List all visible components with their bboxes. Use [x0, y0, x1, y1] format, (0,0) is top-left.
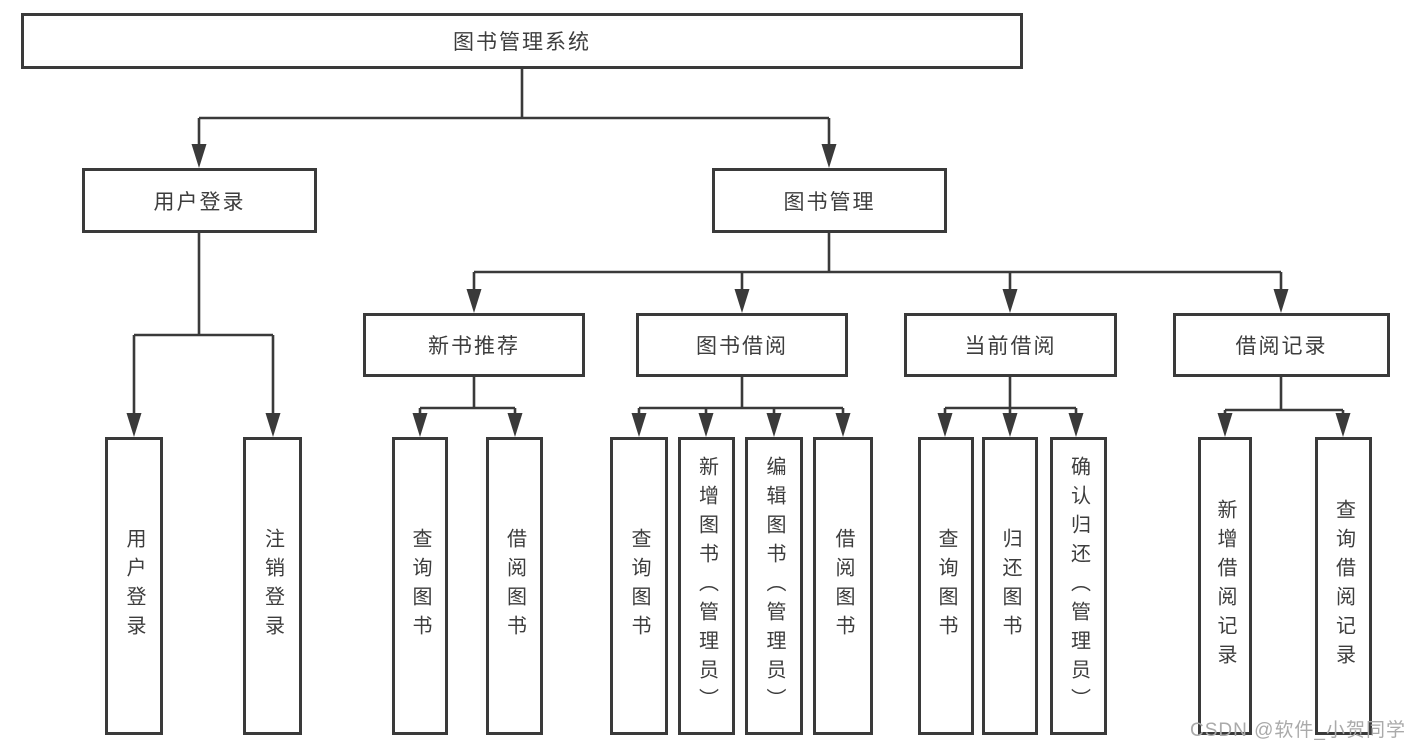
arrowhead-icon [1335, 413, 1351, 437]
leaf-logout: 注销登录 [243, 437, 302, 735]
csdn-watermark: CSDN @软件_小贺同学 [1190, 720, 1405, 741]
arrowhead-icon [1217, 413, 1233, 437]
leaf-borrow-books-recommend: 借阅图书 [486, 437, 543, 735]
leaf-query-books-current: 查询图书 [918, 437, 974, 735]
arrowhead-icon [835, 413, 851, 437]
leaf-edit-books-admin: 编辑图书（管理员） [745, 437, 803, 735]
arrowhead-icon [766, 413, 782, 437]
leaf-return-books: 归还图书 [982, 437, 1038, 735]
leaf-borrow-books: 借阅图书 [813, 437, 873, 735]
arrowhead-icon [1068, 413, 1084, 437]
arrowhead-icon [821, 144, 837, 168]
arrowhead-icon [466, 289, 482, 313]
node-book-management: 图书管理 [712, 168, 947, 233]
connector-book-borrow-to-leaves [637, 377, 845, 413]
arrowhead-icon [126, 413, 142, 437]
leaf-query-books-recommend: 查询图书 [392, 437, 448, 735]
arrowhead-icon [191, 144, 207, 168]
node-book-borrow: 图书借阅 [636, 313, 848, 377]
connector-current-borrow-to-leaves [943, 377, 1078, 413]
connector-root-to-level2 [197, 69, 831, 144]
node-borrow-records: 借阅记录 [1173, 313, 1390, 377]
leaf-user-login: 用户登录 [105, 437, 163, 735]
leaf-query-books-borrow: 查询图书 [610, 437, 668, 735]
arrowhead-icon [1002, 289, 1018, 313]
arrowhead-icon [631, 413, 647, 437]
connector-new-book-recommend-to-leaves [418, 377, 517, 413]
node-user-login: 用户登录 [82, 168, 317, 233]
leaf-add-borrow-record: 新增借阅记录 [1198, 437, 1252, 735]
connector-user-login-to-leaves [132, 233, 275, 413]
arrowhead-icon [1273, 289, 1289, 313]
arrowhead-icon [265, 413, 281, 437]
arrowhead-icon [937, 413, 953, 437]
arrowhead-icon [1002, 413, 1018, 437]
node-new-book-recommend: 新书推荐 [363, 313, 585, 377]
leaf-confirm-return-admin: 确认归还（管理员） [1050, 437, 1107, 735]
leaf-query-borrow-record: 查询借阅记录 [1315, 437, 1372, 735]
leaf-add-books-admin: 新增图书（管理员） [678, 437, 735, 735]
arrowhead-icon [734, 289, 750, 313]
arrowhead-icon [698, 413, 714, 437]
arrowhead-icon [507, 413, 523, 437]
node-root-library-management-system: 图书管理系统 [21, 13, 1023, 69]
arrowhead-icon [412, 413, 428, 437]
node-current-borrow: 当前借阅 [904, 313, 1117, 377]
connector-book-management-to-level3 [472, 233, 1283, 289]
connector-borrow-records-to-leaves [1223, 377, 1345, 413]
